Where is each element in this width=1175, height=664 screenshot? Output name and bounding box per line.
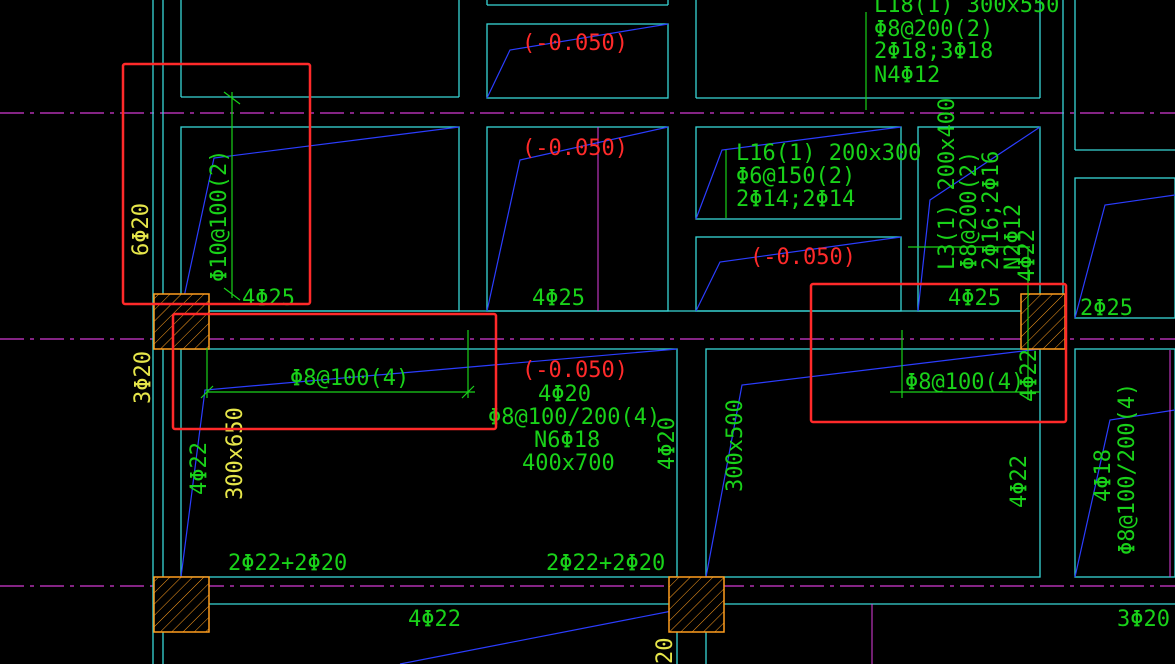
beam-center-label-2: 4Φ20 [538,382,591,407]
grid-axes [0,112,1175,587]
beam-l3-label-2: Φ8@200(2) [957,151,982,270]
elevation-label: (-0.050) [522,31,628,56]
beam-l3-label-1: L3(1) 200x400 [935,98,960,270]
right-vertical-label-2: Φ8@100/200(4) [1115,383,1140,555]
beam-l18-label-2: Φ8@200(2) [874,17,993,42]
bar-4-22-label: 4Φ22 [408,607,461,632]
beam-l16-label-1: L16(1) 200x300 [736,141,921,166]
beam-l3-label-4: N2Φ12 [1001,204,1026,270]
beam-l16-label-3: 2Φ14;2Φ14 [736,187,855,212]
bar-4-25-label: 4Φ25 [242,286,295,311]
beam-center-label-5: 400x700 [522,451,615,476]
rebar-labels: L18(1) 300x550 Φ8@200(2) 2Φ18;3Φ18 N4Φ12… [129,0,1170,664]
bar-4-22-label: 4Φ22 [1007,455,1032,508]
bar-2-22-2-20-label: 2Φ22+2Φ20 [228,551,347,576]
highlight-box-left-column [121,62,312,306]
stirrup-horizontal-label: Φ8@100(4) [290,366,409,391]
beam-center-label-3: Φ8@100/200(4) [488,405,660,430]
highlight-box-left-beam [171,312,498,431]
beam-l16-label-2: Φ6@150(2) [736,164,855,189]
section-300x500-label: 300x500 [723,399,748,492]
beam-l18-label-1: L18(1) 300x550 [874,0,1059,18]
beam-l18-label-4: N4Φ12 [874,63,940,88]
bar-4-25-label: 4Φ25 [948,286,1001,311]
elevation-label: (-0.050) [750,245,856,270]
slab-lines [180,23,1175,664]
beam-outlines [152,0,1175,664]
bar-4-22-label: 4Φ22 [1017,349,1042,402]
bar-4-25-label: 4Φ25 [532,286,585,311]
bottom-cut-label: 20 [653,638,678,664]
column-3-20-label: 3Φ20 [131,351,156,404]
beam-center-label-4: N6Φ18 [534,428,600,453]
column-6-20-label: 6Φ20 [129,203,154,256]
beam-l18-label-3: 2Φ18;3Φ18 [874,39,993,64]
stirrup-vertical-label: Φ10@100(2) [207,150,232,282]
stirrup-horizontal-label: Φ8@100(4) [905,370,1024,395]
section-300x650-label: 300x650 [223,407,248,500]
bar-3-20-label: 3Φ20 [1117,607,1170,632]
beam-l3-label-3: 2Φ16;2Φ16 [979,151,1004,270]
beam-center-label-1: (-0.050) [522,358,628,383]
highlight-boxes [121,62,1068,431]
bar-4-22-label: 4Φ22 [1015,229,1040,282]
highlight-box-right-beam [809,282,1068,424]
bar-2-22-2-20-label: 2Φ22+2Φ20 [546,551,665,576]
bar-4-22-label: 4Φ22 [187,442,212,495]
right-vertical-label-1: 4Φ18 [1091,449,1116,502]
elevation-label: (-0.050) [522,136,628,161]
dimension-lines [200,12,1040,400]
bar-2-25-label: 2Φ25 [1080,296,1133,321]
bar-4-20-label: 4Φ20 [655,417,680,470]
